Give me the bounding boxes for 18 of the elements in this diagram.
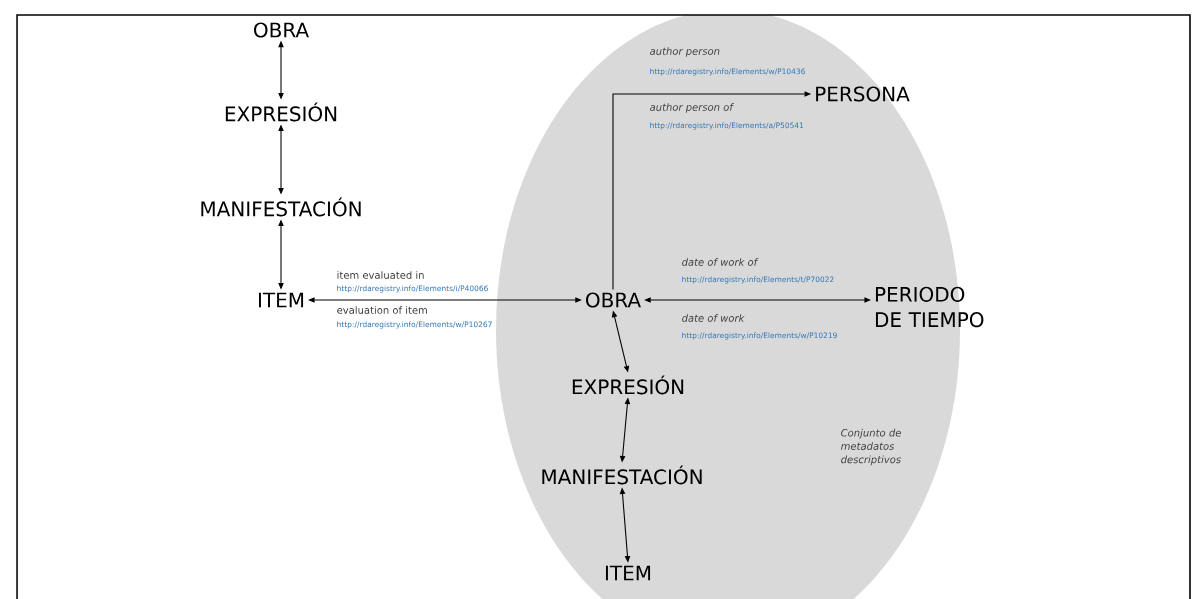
- node-label: MANIFESTACIÓN: [542, 465, 702, 485]
- node-label: EXPRESIÓN: [225, 102, 337, 122]
- arrow: [644, 297, 871, 303]
- node-label: OBRA: [586, 292, 641, 308]
- relation-label: date of work of: [682, 258, 759, 266]
- node-label: OBRA: [254, 22, 309, 38]
- node-label: PERIODO DE TIEMPO: [875, 286, 984, 328]
- relation-label: evaluation of item: [337, 306, 427, 314]
- node-label: EXPRESIÓN: [572, 375, 684, 395]
- node-label: MANIFESTACIÓN: [201, 197, 361, 217]
- relation-label: author person of: [650, 103, 735, 113]
- arrow: [308, 297, 582, 303]
- relation-label: date of work: [682, 314, 745, 322]
- relation-label: author person: [650, 47, 720, 57]
- node-label: PERSONA: [816, 86, 910, 102]
- relation-label: item evaluated in: [337, 271, 424, 279]
- node-label: ITEM: [605, 565, 651, 581]
- node-label: ITEM: [258, 292, 304, 308]
